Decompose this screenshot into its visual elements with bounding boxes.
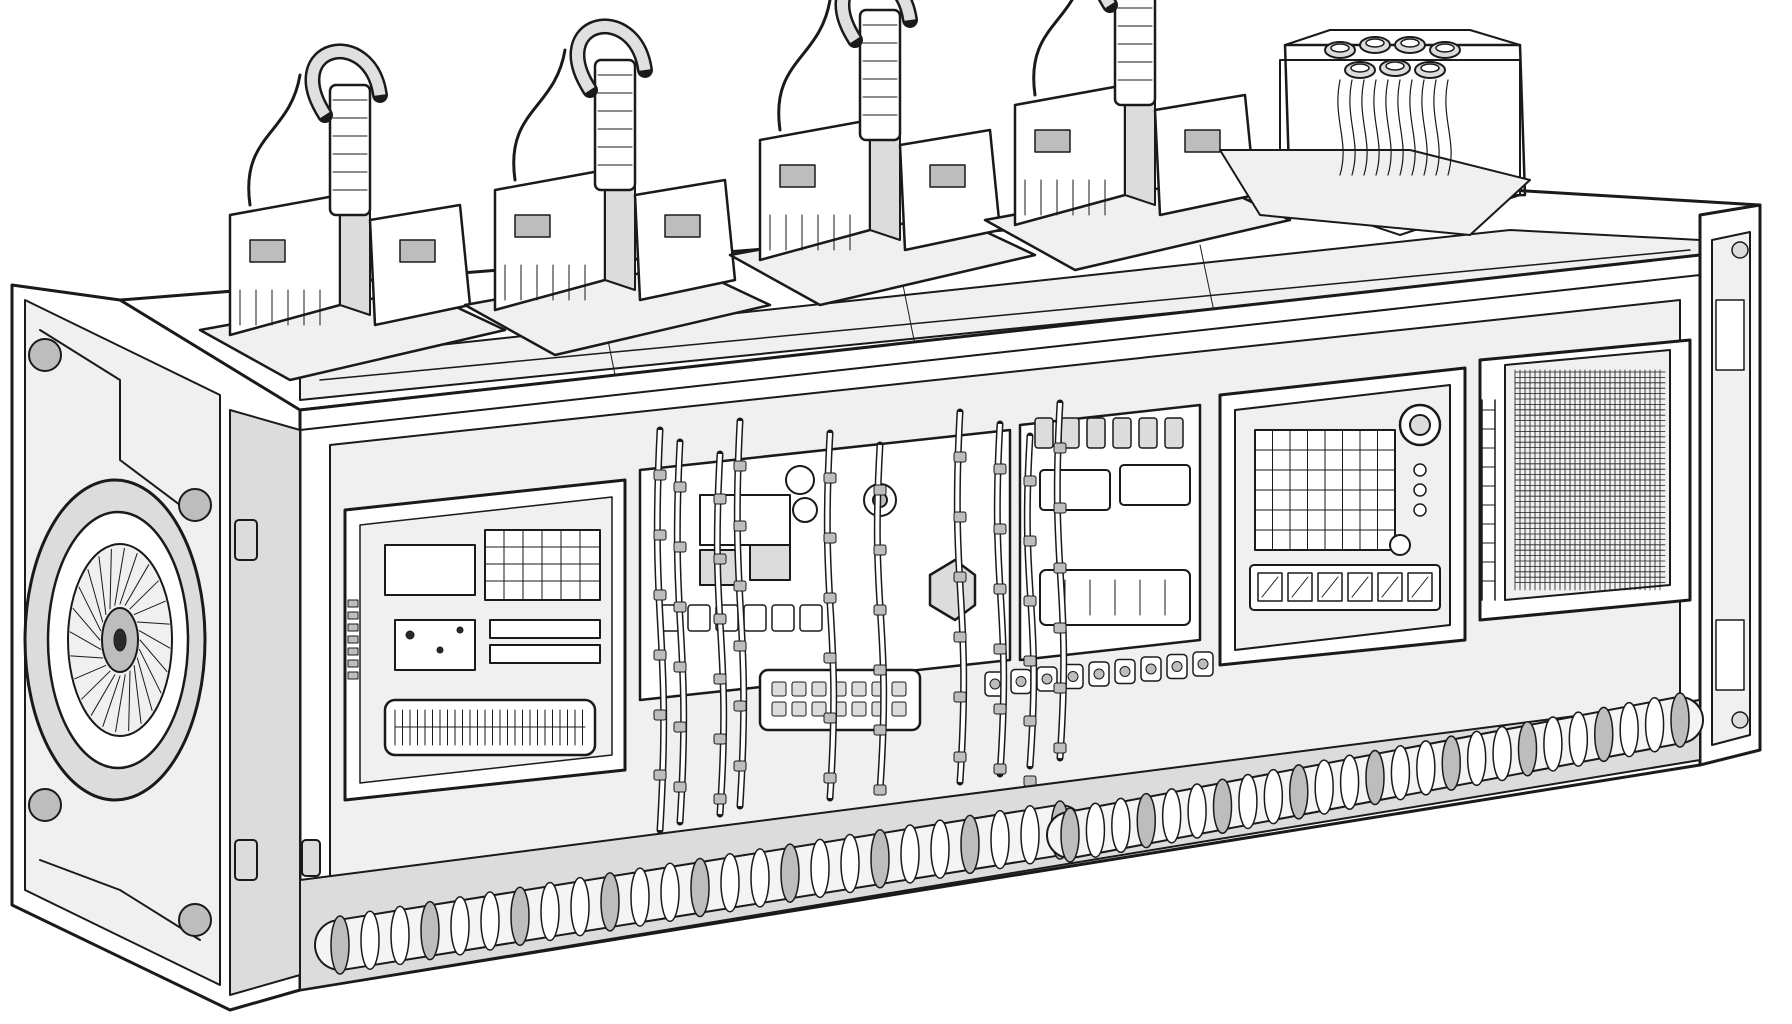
display-monitor: [1218, 366, 1467, 667]
left-control-panel: [343, 478, 627, 802]
robotic-pod-1: [198, 43, 507, 382]
top-modules: [198, 0, 1292, 382]
vent-grille-panel: [1478, 338, 1692, 622]
side-fan-icon: [23, 478, 207, 802]
right-end-cap: [1698, 203, 1762, 767]
lower-pipe-assembly: [299, 692, 1704, 991]
robotic-pod-4: [983, 0, 1292, 272]
robotic-pod-3: [728, 0, 1037, 307]
vertical-cables: [653, 399, 1068, 834]
glass-cage-module: [1219, 29, 1531, 236]
robotic-pod-2: [463, 18, 772, 357]
